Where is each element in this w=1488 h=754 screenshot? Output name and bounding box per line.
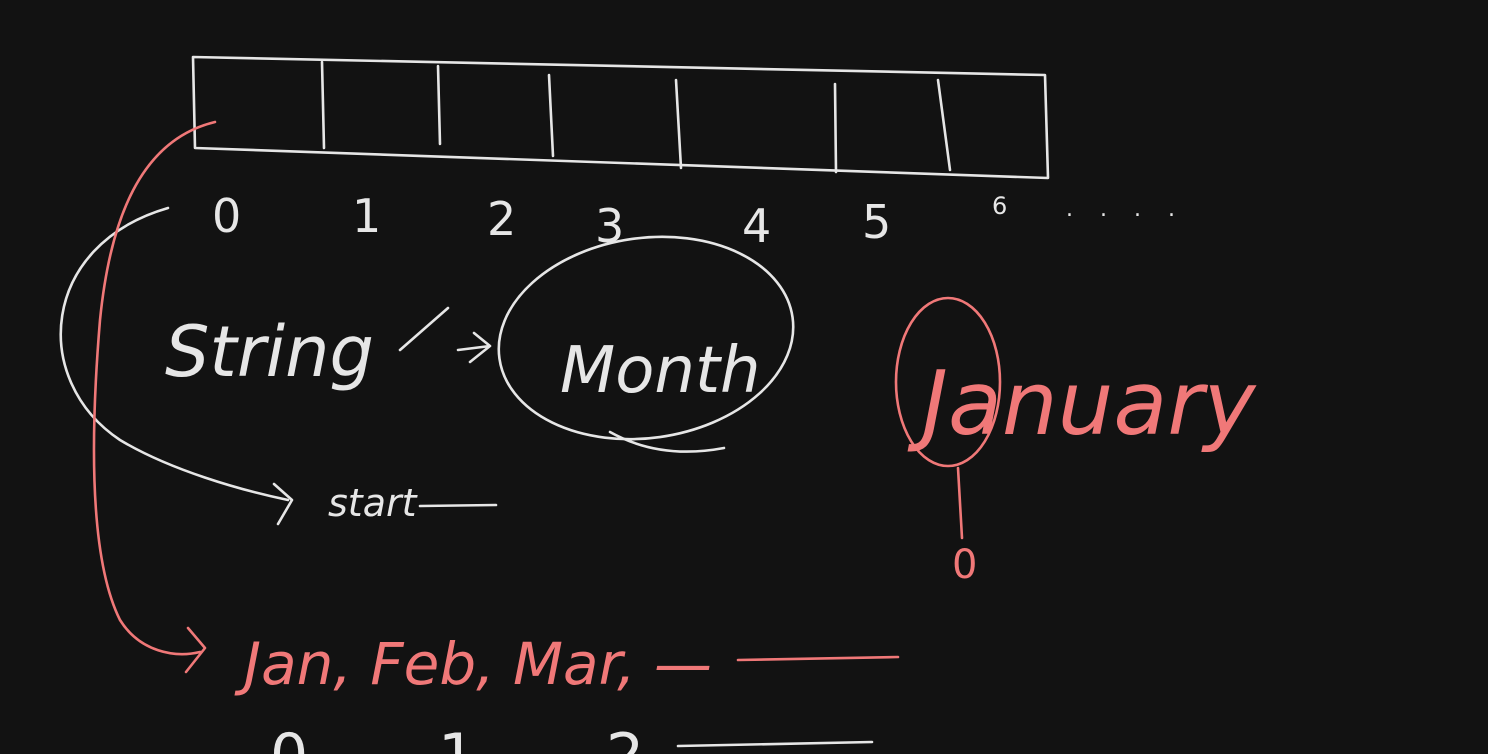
start-label: start xyxy=(328,481,419,525)
months-index: 0 xyxy=(270,721,308,754)
months-index: 1 xyxy=(438,721,476,754)
j-circle xyxy=(894,296,1002,468)
months-index-continuation xyxy=(676,740,874,748)
january-label: January xyxy=(907,352,1258,455)
array-index: 2 xyxy=(487,192,516,246)
array-ellipsis: . . . . xyxy=(1066,197,1185,222)
months-indices: 0 1 2 xyxy=(270,721,874,754)
months-arrowhead xyxy=(184,626,207,674)
array-indices: 0 1 2 3 4 5 6 . . . . xyxy=(212,189,1185,253)
month-underline xyxy=(608,430,726,453)
curve-to-start xyxy=(59,206,290,502)
string-month-group: String Month xyxy=(165,235,795,453)
array-outline xyxy=(191,55,1050,180)
month-circle xyxy=(497,235,795,441)
array-divider xyxy=(936,78,952,172)
arrow-to-month xyxy=(456,331,492,364)
array-box xyxy=(191,55,1050,180)
array-index: 5 xyxy=(862,195,891,249)
array-divider xyxy=(674,78,683,170)
array-index: 1 xyxy=(352,189,381,243)
start-strike xyxy=(418,503,498,508)
curve-to-months xyxy=(92,120,217,656)
months-list: Jan, Feb, Mar, — xyxy=(234,630,712,698)
months-continuation-line xyxy=(736,655,900,662)
january-group: January 0 xyxy=(894,296,1258,588)
array-index: 6 xyxy=(992,192,1007,220)
array-divider xyxy=(833,82,838,174)
array-divider xyxy=(436,64,442,146)
j-pointer-line xyxy=(956,466,964,540)
j-index: 0 xyxy=(952,542,977,588)
array-divider xyxy=(320,60,326,150)
month-label: Month xyxy=(560,334,761,408)
months-index: 2 xyxy=(606,721,644,754)
start-arrowhead xyxy=(272,482,294,526)
slash-mark xyxy=(398,306,450,352)
array-index: 4 xyxy=(742,199,771,253)
array-divider xyxy=(547,73,555,158)
string-label: String xyxy=(165,311,374,393)
array-index: 0 xyxy=(212,189,241,243)
